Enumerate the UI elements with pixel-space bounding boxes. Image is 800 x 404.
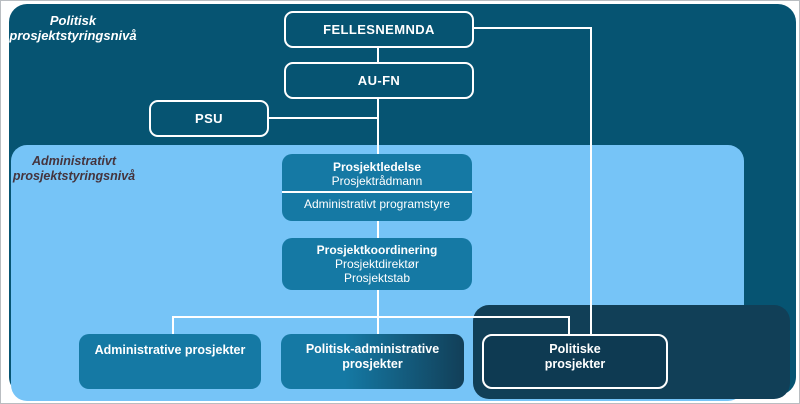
node-psu-label: PSU (195, 111, 223, 126)
node-politiske-prosjekter: Politiske prosjekter (482, 334, 668, 389)
node-politisk-administrative-prosjekter-line2: prosjekter (342, 357, 403, 371)
node-au-fn-label: AU-FN (357, 73, 401, 88)
node-administrative-prosjekter-label: Administrative prosjekter (94, 343, 246, 357)
connector-right-vertical (590, 27, 592, 336)
node-administrative-prosjekter: Administrative prosjekter (79, 334, 261, 389)
administrative-level-label-line2: prosjektstyringsnivå (12, 169, 136, 183)
node-politisk-administrative-prosjekter: Politisk-administrative prosjekter (281, 334, 464, 389)
node-politiske-prosjekter-line1: Politiske (549, 342, 601, 356)
node-psu: PSU (149, 100, 269, 137)
node-prosjektledelse: Prosjektledelse Prosjektrådmann Administ… (282, 154, 472, 221)
political-level-label-line2: prosjektstyringsnivå (9, 28, 137, 43)
connector-distribution-horizontal (172, 316, 570, 318)
node-prosjektkoordinering: Prosjektkoordinering Prosjektdirektør Pr… (282, 238, 472, 290)
administrative-level-label: Administrativt prosjektstyringsnivå (11, 154, 137, 184)
node-prosjektledelse-header: Prosjektledelse Prosjektrådmann (282, 154, 472, 188)
node-prosjektkoordinering-title: Prosjektkoordinering (316, 243, 438, 257)
node-fellesnemnda: FELLESNEMNDA (284, 11, 474, 48)
node-politisk-administrative-prosjekter-line1: Politisk-administrative (305, 342, 440, 356)
node-prosjektledelse-divider (282, 191, 472, 193)
connector-drop-political-projects (568, 316, 570, 336)
node-prosjektledelse-subtitle: Prosjektrådmann (331, 174, 423, 188)
node-prosjektkoordinering-line2: Prosjektdirektør (334, 257, 420, 271)
node-fellesnemnda-label: FELLESNEMNDA (323, 22, 435, 37)
node-prosjektkoordinering-line3: Prosjektstab (343, 271, 411, 285)
node-prosjektledelse-footer: Administrativt programstyre (303, 196, 451, 211)
node-politiske-prosjekter-line2: prosjekter (544, 357, 606, 371)
connector-drop-admin-projects (172, 316, 174, 336)
administrative-level-label-line1: Administrativt (31, 154, 117, 168)
connector-psu (267, 117, 378, 119)
political-level-label: Politisk prosjektstyringsnivå (9, 13, 137, 43)
connector-fellesnemnda-right (472, 27, 592, 29)
node-au-fn: AU-FN (284, 62, 474, 99)
node-prosjektledelse-title: Prosjektledelse (332, 160, 422, 174)
political-level-label-line1: Politisk (49, 13, 97, 28)
